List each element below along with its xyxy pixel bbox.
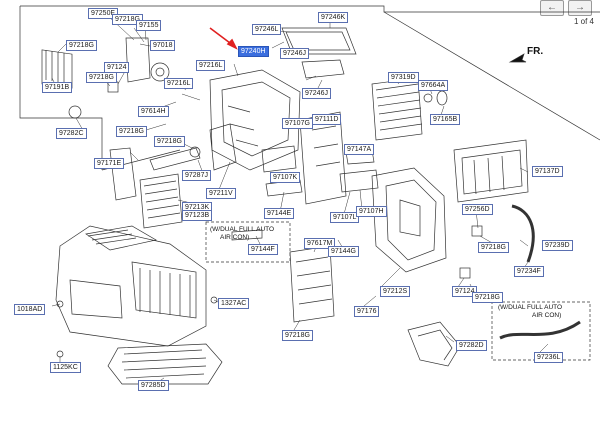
part-label-97218g[interactable]: 97218G [478,242,509,253]
part-label-97165b[interactable]: 97165B [430,114,461,125]
part-label-97319d[interactable]: 97319D [388,72,419,83]
part-label-97216l[interactable]: 97216L [164,78,194,89]
part-label-97124[interactable]: 97124 [452,286,478,297]
part-label-97236l[interactable]: 97236L [534,352,564,363]
part-label-97211v[interactable]: 97211V [206,188,236,199]
part-label-97287j[interactable]: 97287J [182,170,211,181]
part-label-97147a[interactable]: 97147A [344,144,375,155]
part-label-97664a[interactable]: 97664A [418,80,449,91]
part-label-97218g[interactable]: 97218G [116,126,147,137]
lower-case-part [371,167,447,273]
frame-outline [20,5,600,13]
drain-hose-part [511,204,535,263]
part-label-1327ac[interactable]: 1327AC [218,298,250,309]
part-label-1018ad[interactable]: 1018AD [14,304,46,315]
part-label-97246k[interactable]: 97246K [318,12,349,23]
note-line: AIR CON) [220,234,250,241]
part-label-97111d[interactable]: 97111D [312,114,342,125]
frame-left [19,6,103,170]
part-label-97123b[interactable]: 97123B [182,210,213,221]
part-label-97614h[interactable]: 97614H [138,106,169,117]
front-arrow-icon [508,53,527,63]
part-label-97107k[interactable]: 97107K [270,172,301,183]
foot-duct-part [407,321,461,367]
heater-core-part [109,147,201,229]
dual-auto-note-1: (W/DUAL FULL AUTO AIR CON) [210,226,274,242]
aux-hose-part [499,320,581,340]
part-label-97216l[interactable]: 97216L [196,60,226,71]
part-label-97107g[interactable]: 97107G [282,118,313,129]
part-label-97617m[interactable]: 97617M [304,238,336,249]
floor-tray-part [107,343,223,385]
upper-case-part [209,69,301,171]
part-label-97218g[interactable]: 97218G [282,330,313,341]
drain-tray-part [453,139,529,203]
part-label-97250f[interactable]: 97250F [88,8,118,19]
part-label-97191b[interactable]: 97191B [42,82,73,93]
part-label-97218g[interactable]: 97218G [86,72,117,83]
note-line: (W/DUAL FULL AUTO [498,304,563,311]
part-label-97107h[interactable]: 97107H [356,206,387,217]
front-direction-label: FR. [527,46,544,57]
part-label-97144e[interactable]: 97144E [264,208,295,219]
part-label-97155[interactable]: 97155 [136,20,162,31]
part-label-97282c[interactable]: 97282C [56,128,87,139]
part-label-97144g[interactable]: 97144G [328,246,359,257]
note-line: (W/DUAL FULL AUTO [210,226,275,233]
part-label-1125kc[interactable]: 1125KC [50,362,81,373]
part-label-97176[interactable]: 97176 [354,306,380,317]
part-label-97218g[interactable]: 97218G [472,292,503,303]
part-label-97234f[interactable]: 97234F [514,266,544,277]
gasket-frames-part [281,27,357,79]
note-line: AIR CON) [532,312,562,319]
part-label-97218g[interactable]: 97218G [154,136,185,147]
frame-right [383,11,600,141]
part-label-97144f[interactable]: 97144F [248,244,278,255]
part-label-97240h[interactable]: 97240H [238,46,269,57]
highlight-arrow-icon [209,27,238,50]
part-label-97218g[interactable]: 97218G [66,40,97,51]
page-indicator: 1 of 4 [573,17,594,26]
part-label-97137d[interactable]: 97137D [532,166,563,177]
part-label-97285d[interactable]: 97285D [138,380,169,391]
part-label-97246l[interactable]: 97246L [252,24,282,35]
part-label-97171e[interactable]: 97171E [94,158,125,169]
dual-auto-box-1 [205,221,291,263]
part-label-97018[interactable]: 97018 [150,40,176,51]
part-label-97246j[interactable]: 97246J [280,48,309,59]
dual-auto-note-2: (W/DUAL FULL AUTO AIR CON) [498,304,562,320]
vent-grille-part [289,245,335,323]
hvac-lower-assembly-part [55,225,207,347]
part-label-97107l[interactable]: 97107L [330,212,360,223]
part-label-97218g[interactable]: 97218G [112,14,143,25]
sensor-parts [56,81,483,358]
part-label-97256d[interactable]: 97256D [462,204,493,215]
part-label-97212s[interactable]: 97212S [380,286,411,297]
part-label-97239d[interactable]: 97239D [542,240,573,251]
part-label-97246j[interactable]: 97246J [302,88,331,99]
part-label-97282d[interactable]: 97282D [456,340,487,351]
